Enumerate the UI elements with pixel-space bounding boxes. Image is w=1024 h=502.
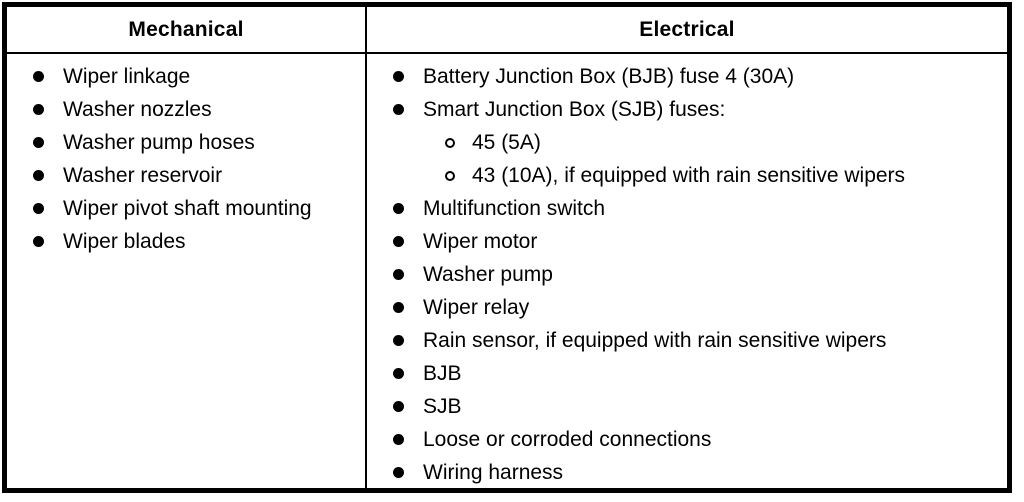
list-item-text: Washer nozzles [63, 97, 212, 121]
list-item-text: Rain sensor, if equipped with rain sensi… [423, 328, 887, 352]
filled-bullet-icon [393, 71, 404, 82]
column-header-electrical: Electrical [639, 17, 735, 41]
list-item-text: Wiper linkage [63, 64, 191, 88]
open-circle-bullet-icon [445, 170, 455, 181]
filled-bullet-icon [393, 203, 404, 214]
list-item: Rain sensor, if equipped with rain sensi… [367, 324, 1007, 357]
electrical-item-list: Battery Junction Box (BJB) fuse 4 (30A) S… [367, 54, 1007, 488]
list-item-text: SJB [423, 394, 462, 418]
list-item: Wiper motor [367, 225, 1007, 258]
list-item-text: Washer reservoir [63, 163, 223, 187]
filled-bullet-icon [33, 137, 44, 148]
list-item-text: Wiper pivot shaft mounting [63, 196, 312, 220]
list-item-text: 45 (5A) [472, 130, 541, 154]
filled-bullet-icon [393, 302, 404, 313]
filled-bullet-icon [393, 104, 404, 115]
list-item: Washer pump [367, 258, 1007, 291]
list-item: Washer nozzles [7, 93, 365, 126]
list-item: 43 (10A), if equipped with rain sensitiv… [367, 159, 1007, 192]
list-item: Wiper linkage [7, 60, 365, 93]
list-item: Wiring harness [367, 456, 1007, 489]
list-item: BJB [367, 357, 1007, 390]
list-item: Battery Junction Box (BJB) fuse 4 (30A) [367, 60, 1007, 93]
filled-bullet-icon [33, 71, 44, 82]
filled-bullet-icon [33, 170, 44, 181]
list-item: 45 (5A) [367, 126, 1007, 159]
list-item-text: Washer pump [423, 262, 553, 286]
list-item-text: Battery Junction Box (BJB) fuse 4 (30A) [423, 64, 795, 88]
list-item: SJB [367, 390, 1007, 423]
list-item-text: Wiper blades [63, 229, 186, 253]
filled-bullet-icon [393, 401, 404, 412]
list-item: Wiper pivot shaft mounting [7, 192, 365, 225]
filled-bullet-icon [393, 368, 404, 379]
list-item-text: BJB [423, 361, 462, 385]
list-item-text: Wiper relay [423, 295, 530, 319]
list-item: Wiper relay [367, 291, 1007, 324]
open-circle-bullet-icon [445, 137, 455, 148]
list-item-text: Multifunction switch [423, 196, 606, 220]
filled-bullet-icon [393, 434, 404, 445]
list-item-text: Wiper motor [423, 229, 538, 253]
filled-bullet-icon [33, 104, 44, 115]
list-item: Wiper blades [7, 225, 365, 258]
filled-bullet-icon [393, 335, 404, 346]
filled-bullet-icon [393, 269, 404, 280]
list-item-text: Washer pump hoses [63, 130, 255, 154]
list-item: Loose or corroded connections [367, 423, 1007, 456]
filled-bullet-icon [393, 236, 404, 247]
list-item-text: Loose or corroded connections [423, 427, 712, 451]
filled-bullet-icon [33, 203, 44, 214]
list-item: Washer reservoir [7, 159, 365, 192]
table-header-row: Mechanical Electrical [7, 7, 1007, 54]
list-item: Washer pump hoses [7, 126, 365, 159]
list-item: Smart Junction Box (SJB) fuses: [367, 93, 1007, 126]
list-item-text: Wiring harness [423, 460, 564, 484]
filled-bullet-icon [393, 467, 404, 478]
filled-bullet-icon [33, 236, 44, 247]
list-item: Multifunction switch [367, 192, 1007, 225]
list-item-text: Smart Junction Box (SJB) fuses: [423, 97, 726, 121]
column-header-mechanical: Mechanical [7, 7, 367, 52]
list-item-text: 43 (10A), if equipped with rain sensitiv… [472, 163, 906, 187]
